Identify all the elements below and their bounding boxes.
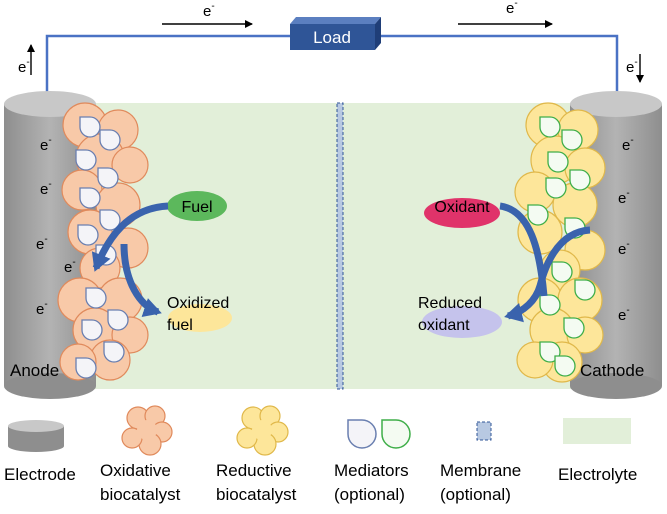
membrane xyxy=(336,102,344,390)
svg-text:e-: e- xyxy=(64,257,76,276)
anode-electron-labels: e- e- e- e- e- e- xyxy=(18,57,76,318)
legend-mediators-label: Mediators (optional) xyxy=(334,461,413,504)
legend-electrolyte-icon xyxy=(563,418,631,444)
svg-text:e-: e- xyxy=(40,179,52,198)
legend-mediators-icon xyxy=(347,419,411,449)
legend-oxidative-biocatalyst-label: Oxidative biocatalyst xyxy=(100,461,181,504)
fuel-ellipse xyxy=(167,191,227,221)
svg-text:e-: e- xyxy=(506,0,518,17)
legend-electrolyte-label: Electrolyte xyxy=(558,465,637,484)
load-label: Load xyxy=(313,28,351,47)
legend-membrane-label: Membrane (optional) xyxy=(440,461,526,504)
legend: Electrode Oxidative biocatalyst Reductiv… xyxy=(4,405,637,504)
oxidant-label: Oxidant xyxy=(434,199,490,216)
svg-text:e-: e- xyxy=(618,239,630,258)
circuit-electron-labels: e- e- e- xyxy=(203,0,638,76)
reduction-product-arrow xyxy=(504,226,591,323)
svg-text:e-: e- xyxy=(626,57,638,76)
oxidant-ellipse xyxy=(424,198,500,228)
reduced-oxidant-label: Reduced oxidant xyxy=(418,295,487,334)
svg-text:e-: e- xyxy=(36,234,48,253)
cathode-label: Cathode xyxy=(580,361,644,380)
cathode-electron-labels: e- e- e- e- xyxy=(618,135,634,324)
legend-reductive-biocatalyst-label: Reductive biocatalyst xyxy=(216,461,297,504)
svg-text:e-: e- xyxy=(40,135,52,154)
legend-reductive-biocatalyst-icon xyxy=(236,405,289,456)
svg-text:e-: e- xyxy=(36,299,48,318)
load-box: Load xyxy=(290,17,381,50)
legend-electrode-icon xyxy=(8,420,64,452)
svg-text:e-: e- xyxy=(618,188,630,207)
oxidation-product-arrow xyxy=(120,243,162,318)
oxidized-fuel-label: Oxidized fuel xyxy=(167,295,234,334)
legend-membrane-icon xyxy=(476,421,492,441)
reduced-oxidant-ellipse xyxy=(422,306,502,338)
external-circuit-wire xyxy=(45,34,619,92)
svg-text:e-: e- xyxy=(18,57,30,76)
legend-oxidative-biocatalyst-icon xyxy=(121,405,173,456)
svg-text:e-: e- xyxy=(622,135,634,154)
fuel-label: Fuel xyxy=(181,199,212,216)
fuel-to-electrode-arrow xyxy=(91,202,169,272)
svg-text:e-: e- xyxy=(203,1,215,20)
legend-electrode-label: Electrode xyxy=(4,465,76,484)
anode-label: Anode xyxy=(10,361,59,380)
electrolyte-region xyxy=(78,103,590,389)
svg-text:e-: e- xyxy=(618,305,630,324)
oxidized-fuel-ellipse xyxy=(168,304,232,332)
